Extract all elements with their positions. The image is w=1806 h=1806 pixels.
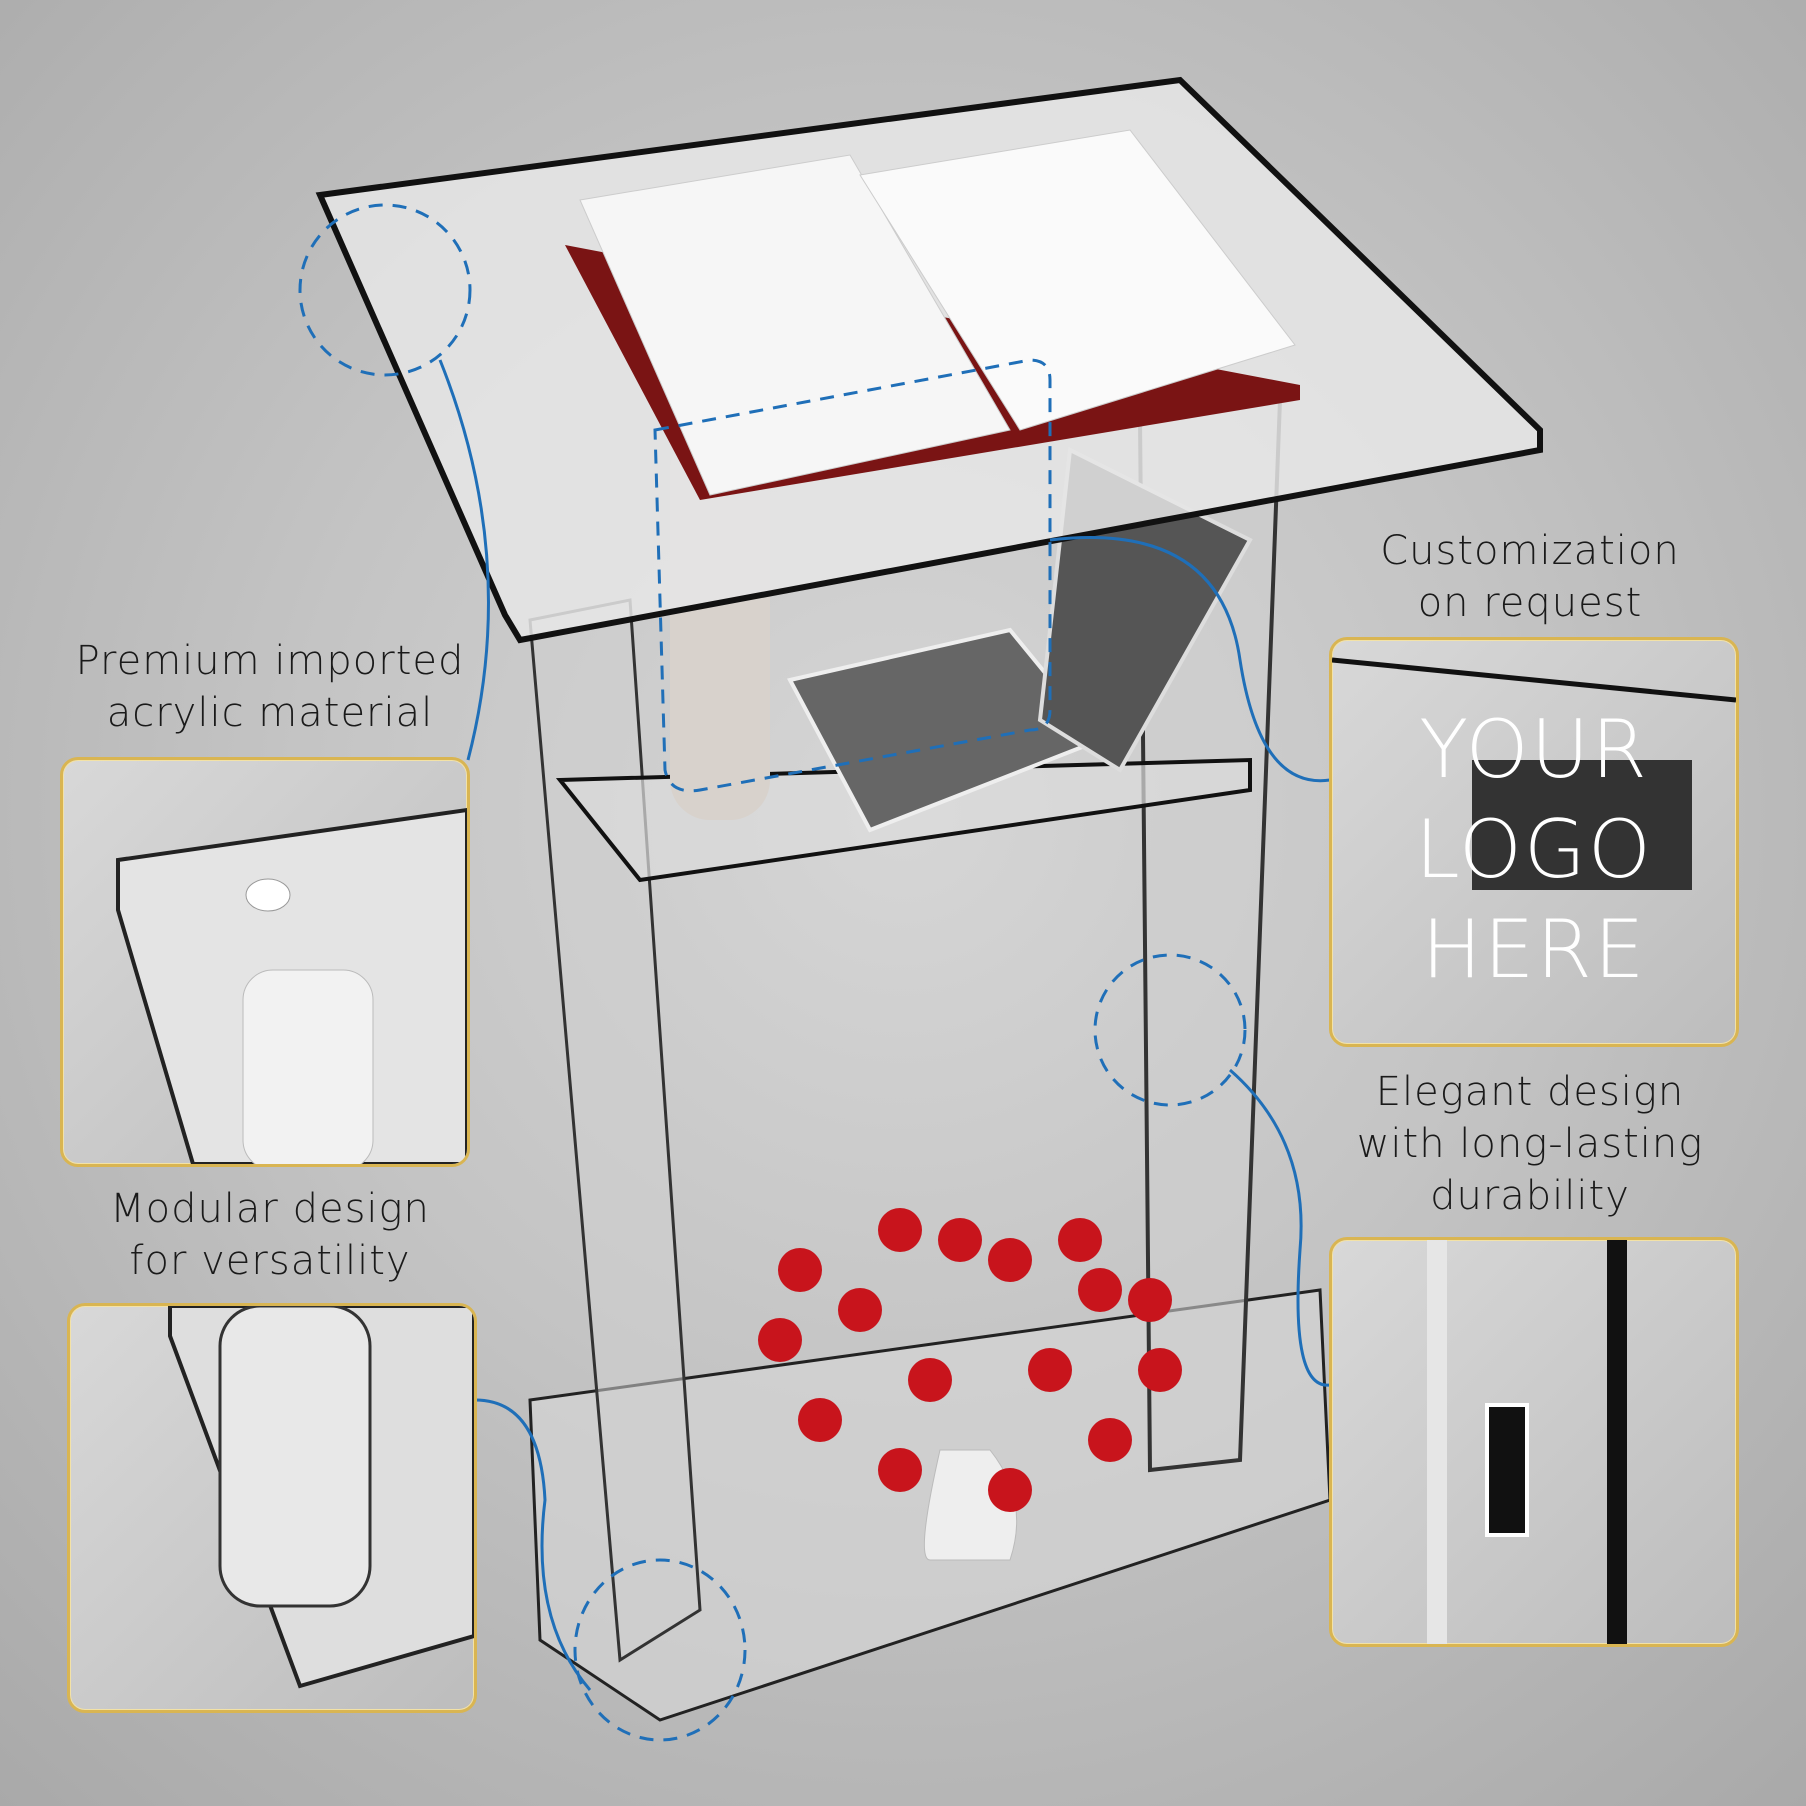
callout-line: with long-lasting — [1356, 1121, 1704, 1167]
leader-lines — [438, 359, 1331, 1691]
callout-elegant-label: Elegant design with long-lasting durabil… — [1300, 1066, 1760, 1222]
logo-line: HERE — [1421, 903, 1647, 996]
book-right-page — [859, 129, 1296, 431]
callout-line: Elegant design — [1375, 1069, 1685, 1115]
callout-line: for versatility — [129, 1238, 411, 1284]
callout-line: Customization — [1380, 528, 1680, 574]
logo-placeholder: YOUR LOGO HERE — [1332, 700, 1736, 1000]
callout-line: acrylic material — [106, 690, 434, 736]
detail-box-acrylic — [60, 757, 470, 1167]
logo-line: YOUR — [1419, 703, 1649, 796]
highlight-markers — [298, 203, 1247, 1742]
book-left-page — [579, 154, 1011, 496]
callout-line: Modular design — [110, 1186, 430, 1232]
callout-line: on request — [1417, 580, 1643, 626]
callout-acrylic-label: Premium imported acrylic material — [40, 635, 500, 739]
callout-line: durability — [1430, 1173, 1630, 1219]
callout-modular-label: Modular design for versatility — [40, 1183, 500, 1287]
detail-box-modular — [67, 1303, 477, 1713]
callout-custom-label: Customization on request — [1300, 525, 1760, 629]
callout-line: Premium imported — [75, 638, 465, 684]
detail-box-elegant — [1329, 1237, 1739, 1647]
detail-box-logo: YOUR LOGO HERE — [1329, 637, 1739, 1047]
tulips — [758, 1208, 1182, 1512]
logo-line: LOGO — [1415, 803, 1653, 896]
